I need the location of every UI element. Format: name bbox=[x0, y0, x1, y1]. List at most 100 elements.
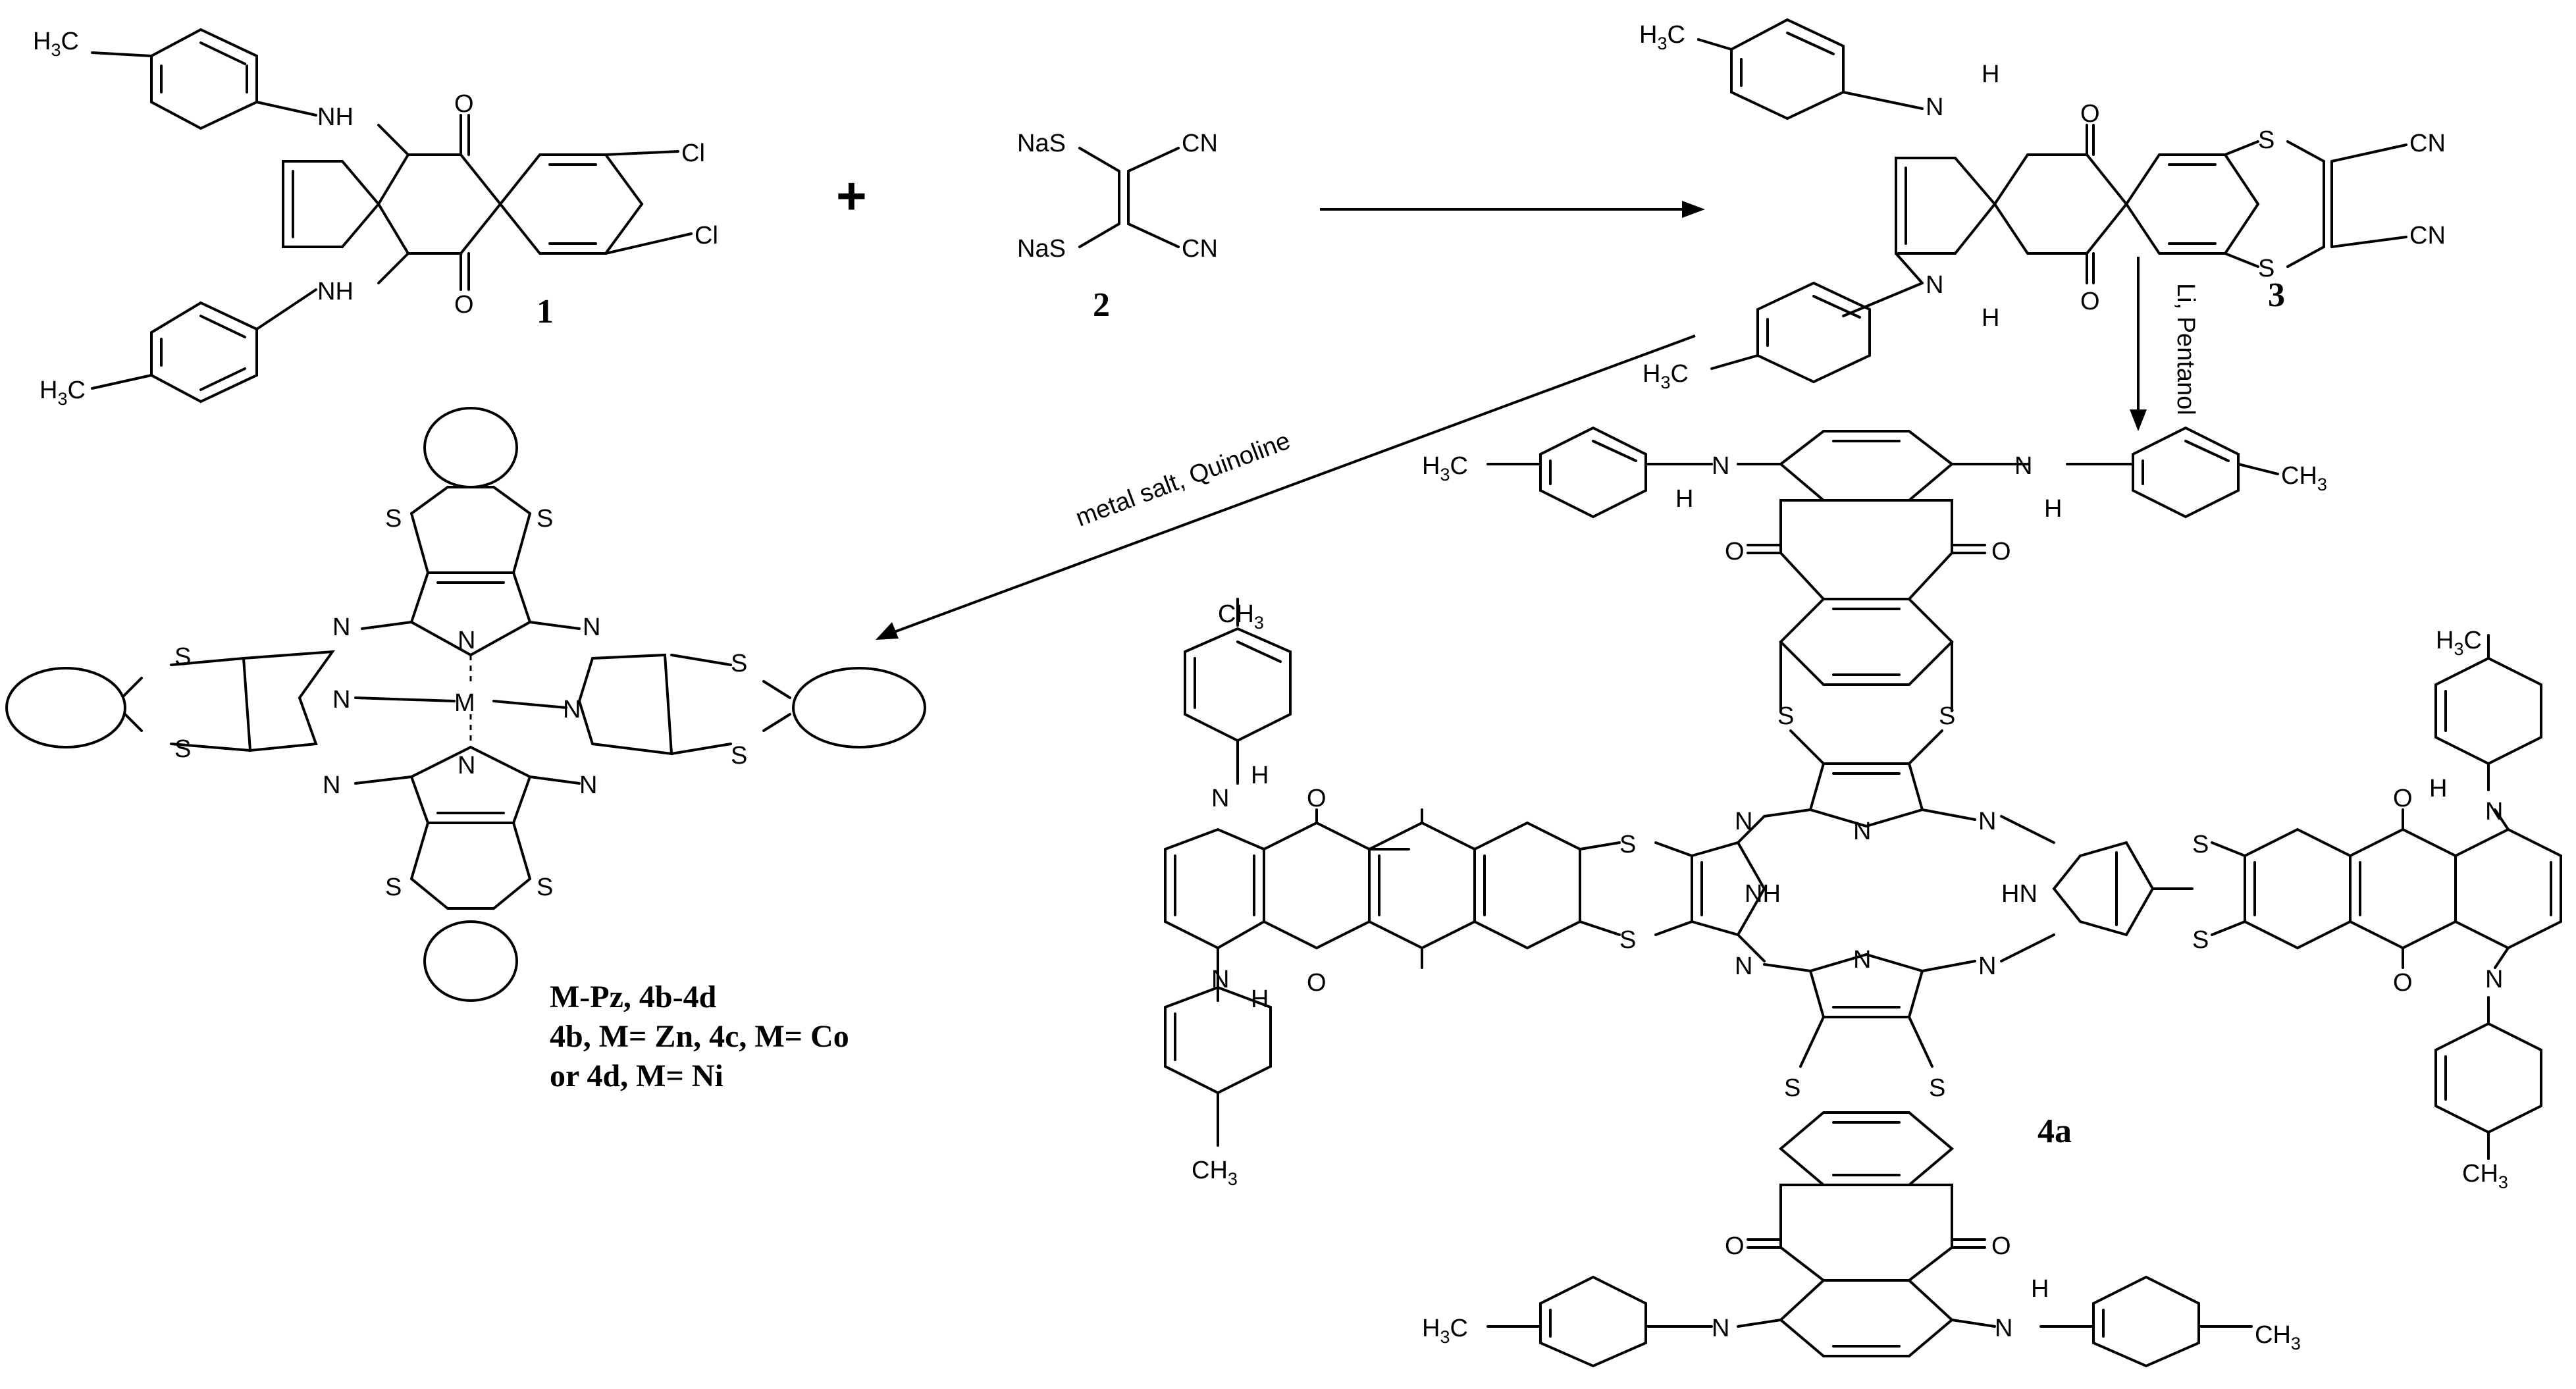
svg-text:O: O bbox=[2393, 785, 2413, 812]
svg-text:N: N bbox=[1853, 818, 1871, 845]
svg-text:N: N bbox=[458, 752, 475, 779]
svg-text:O: O bbox=[1307, 969, 1327, 997]
svg-text:NH: NH bbox=[1745, 880, 1781, 908]
arrow-to-compound-3 bbox=[1320, 201, 1705, 218]
svg-text:CN: CN bbox=[2409, 222, 2446, 249]
metal-pz-structure: S S N N N S S N M N S S N N N S S bbox=[5, 407, 926, 1002]
svg-text:M: M bbox=[454, 689, 475, 717]
svg-text:S: S bbox=[731, 650, 747, 677]
svg-text:O: O bbox=[1725, 538, 1745, 565]
svg-text:H: H bbox=[2044, 495, 2062, 523]
svg-text:S: S bbox=[537, 874, 553, 901]
svg-text:H3C: H3C bbox=[1643, 360, 1689, 392]
svg-text:S: S bbox=[731, 742, 747, 770]
svg-text:NH: NH bbox=[317, 278, 354, 305]
svg-text:H3C: H3C bbox=[39, 377, 86, 409]
svg-text:CN: CN bbox=[1182, 235, 1218, 263]
svg-text:O: O bbox=[1991, 1232, 2011, 1260]
compound-2-structure: NaS NaS CN CN 2 bbox=[1017, 130, 1218, 324]
svg-text:N: N bbox=[1978, 808, 1996, 835]
svg-text:N: N bbox=[1926, 93, 1943, 121]
svg-text:CH3: CH3 bbox=[2255, 1321, 2301, 1353]
arrow-to-compound-4a: Li, Pentanol bbox=[2130, 257, 2199, 431]
compound-2-label: 2 bbox=[1093, 286, 1110, 324]
svg-text:O: O bbox=[454, 90, 474, 118]
svg-text:N: N bbox=[332, 614, 350, 641]
svg-text:N: N bbox=[2014, 452, 2032, 480]
svg-text:N: N bbox=[1995, 1315, 2012, 1342]
plus-sign: + bbox=[836, 167, 867, 225]
svg-text:N: N bbox=[579, 772, 597, 799]
svg-text:M-Pz, 4b-4d: M-Pz, 4b-4d bbox=[550, 980, 717, 1014]
svg-text:N: N bbox=[458, 627, 475, 654]
svg-text:H3C: H3C bbox=[1422, 1315, 1468, 1347]
svg-text:H: H bbox=[1982, 61, 1999, 88]
li-pentanol-condition: Li, Pentanol bbox=[2172, 283, 2199, 415]
compound-3-label: 3 bbox=[2268, 276, 2285, 314]
svg-text:O: O bbox=[2393, 969, 2413, 997]
svg-text:S: S bbox=[2192, 831, 2209, 858]
svg-text:S: S bbox=[174, 643, 191, 671]
svg-text:N: N bbox=[1712, 1315, 1729, 1342]
svg-text:S: S bbox=[2258, 255, 2274, 282]
svg-text:S: S bbox=[1929, 1074, 1945, 1102]
svg-text:H: H bbox=[2429, 775, 2447, 802]
svg-text:H: H bbox=[1251, 762, 1269, 789]
compound-4a-structure: H3C N H N H CH3 O O S S N N N CH3 N H O … bbox=[1164, 426, 2562, 1368]
svg-text:H: H bbox=[1982, 304, 1999, 332]
svg-text:CH3: CH3 bbox=[1192, 1157, 1238, 1189]
svg-text:O: O bbox=[454, 291, 474, 319]
compound-3-structure: H3C N H O O S S CN CN N H H3C 3 bbox=[1639, 18, 2446, 392]
svg-text:CH3: CH3 bbox=[2281, 462, 2327, 494]
svg-text:CH3: CH3 bbox=[2462, 1160, 2508, 1192]
svg-text:H: H bbox=[1675, 485, 1693, 513]
svg-text:N: N bbox=[2485, 966, 2503, 993]
svg-text:N: N bbox=[1712, 452, 1729, 480]
nh-label: NH bbox=[317, 103, 354, 131]
svg-text:CH3: CH3 bbox=[1218, 600, 1264, 633]
svg-text:N: N bbox=[1978, 953, 1996, 980]
svg-text:H3C: H3C bbox=[33, 28, 79, 60]
svg-text:N: N bbox=[332, 686, 350, 714]
svg-text:N: N bbox=[1211, 785, 1229, 812]
svg-text:S: S bbox=[2192, 926, 2209, 954]
svg-text:N: N bbox=[2485, 798, 2503, 826]
svg-text:CN: CN bbox=[1182, 130, 1218, 157]
svg-text:S: S bbox=[1619, 926, 1636, 954]
svg-text:H3C: H3C bbox=[1639, 21, 1685, 53]
metal-salt-condition: metal salt, Quinoline bbox=[1072, 427, 1294, 533]
compound-1-label: 1 bbox=[537, 293, 554, 330]
svg-text:S: S bbox=[537, 505, 553, 533]
svg-text:Cl: Cl bbox=[681, 140, 705, 167]
svg-text:N: N bbox=[583, 614, 600, 641]
svg-text:O: O bbox=[1307, 785, 1327, 812]
svg-text:NaS: NaS bbox=[1017, 130, 1066, 157]
svg-text:O: O bbox=[2080, 100, 2100, 128]
metal-pz-caption: M-Pz, 4b-4d 4b, M= Zn, 4c, M= Co or 4d, … bbox=[550, 980, 849, 1093]
svg-text:S: S bbox=[1939, 702, 1955, 730]
svg-text:N: N bbox=[323, 772, 340, 799]
svg-text:N: N bbox=[1926, 271, 1943, 299]
svg-text:S: S bbox=[2258, 126, 2274, 154]
svg-text:N: N bbox=[1735, 953, 1752, 980]
svg-text:O: O bbox=[1725, 1232, 1745, 1260]
svg-text:N: N bbox=[1211, 966, 1229, 993]
compound-1-structure: H3C NH O O Cl Cl NH bbox=[33, 28, 718, 409]
svg-text:or 4d, M= Ni: or 4d, M= Ni bbox=[550, 1059, 723, 1093]
svg-text:4b, M= Zn, 4c, M= Co: 4b, M= Zn, 4c, M= Co bbox=[550, 1019, 849, 1054]
svg-text:HN: HN bbox=[2001, 880, 2037, 908]
svg-text:N: N bbox=[1853, 946, 1871, 974]
svg-text:Cl: Cl bbox=[695, 222, 718, 249]
svg-text:S: S bbox=[1777, 702, 1794, 730]
svg-text:NaS: NaS bbox=[1017, 235, 1066, 263]
svg-text:O: O bbox=[2080, 288, 2100, 315]
svg-text:H3C: H3C bbox=[1422, 452, 1468, 485]
svg-text:O: O bbox=[1991, 538, 2011, 565]
arrow-to-metal-pz: metal salt, Quinoline bbox=[876, 334, 1696, 640]
svg-text:N: N bbox=[563, 696, 581, 723]
compound-4a-label: 4a bbox=[2037, 1113, 2072, 1150]
svg-text:H: H bbox=[1251, 985, 1269, 1013]
svg-text:S: S bbox=[385, 874, 402, 901]
svg-text:N: N bbox=[1735, 808, 1752, 835]
